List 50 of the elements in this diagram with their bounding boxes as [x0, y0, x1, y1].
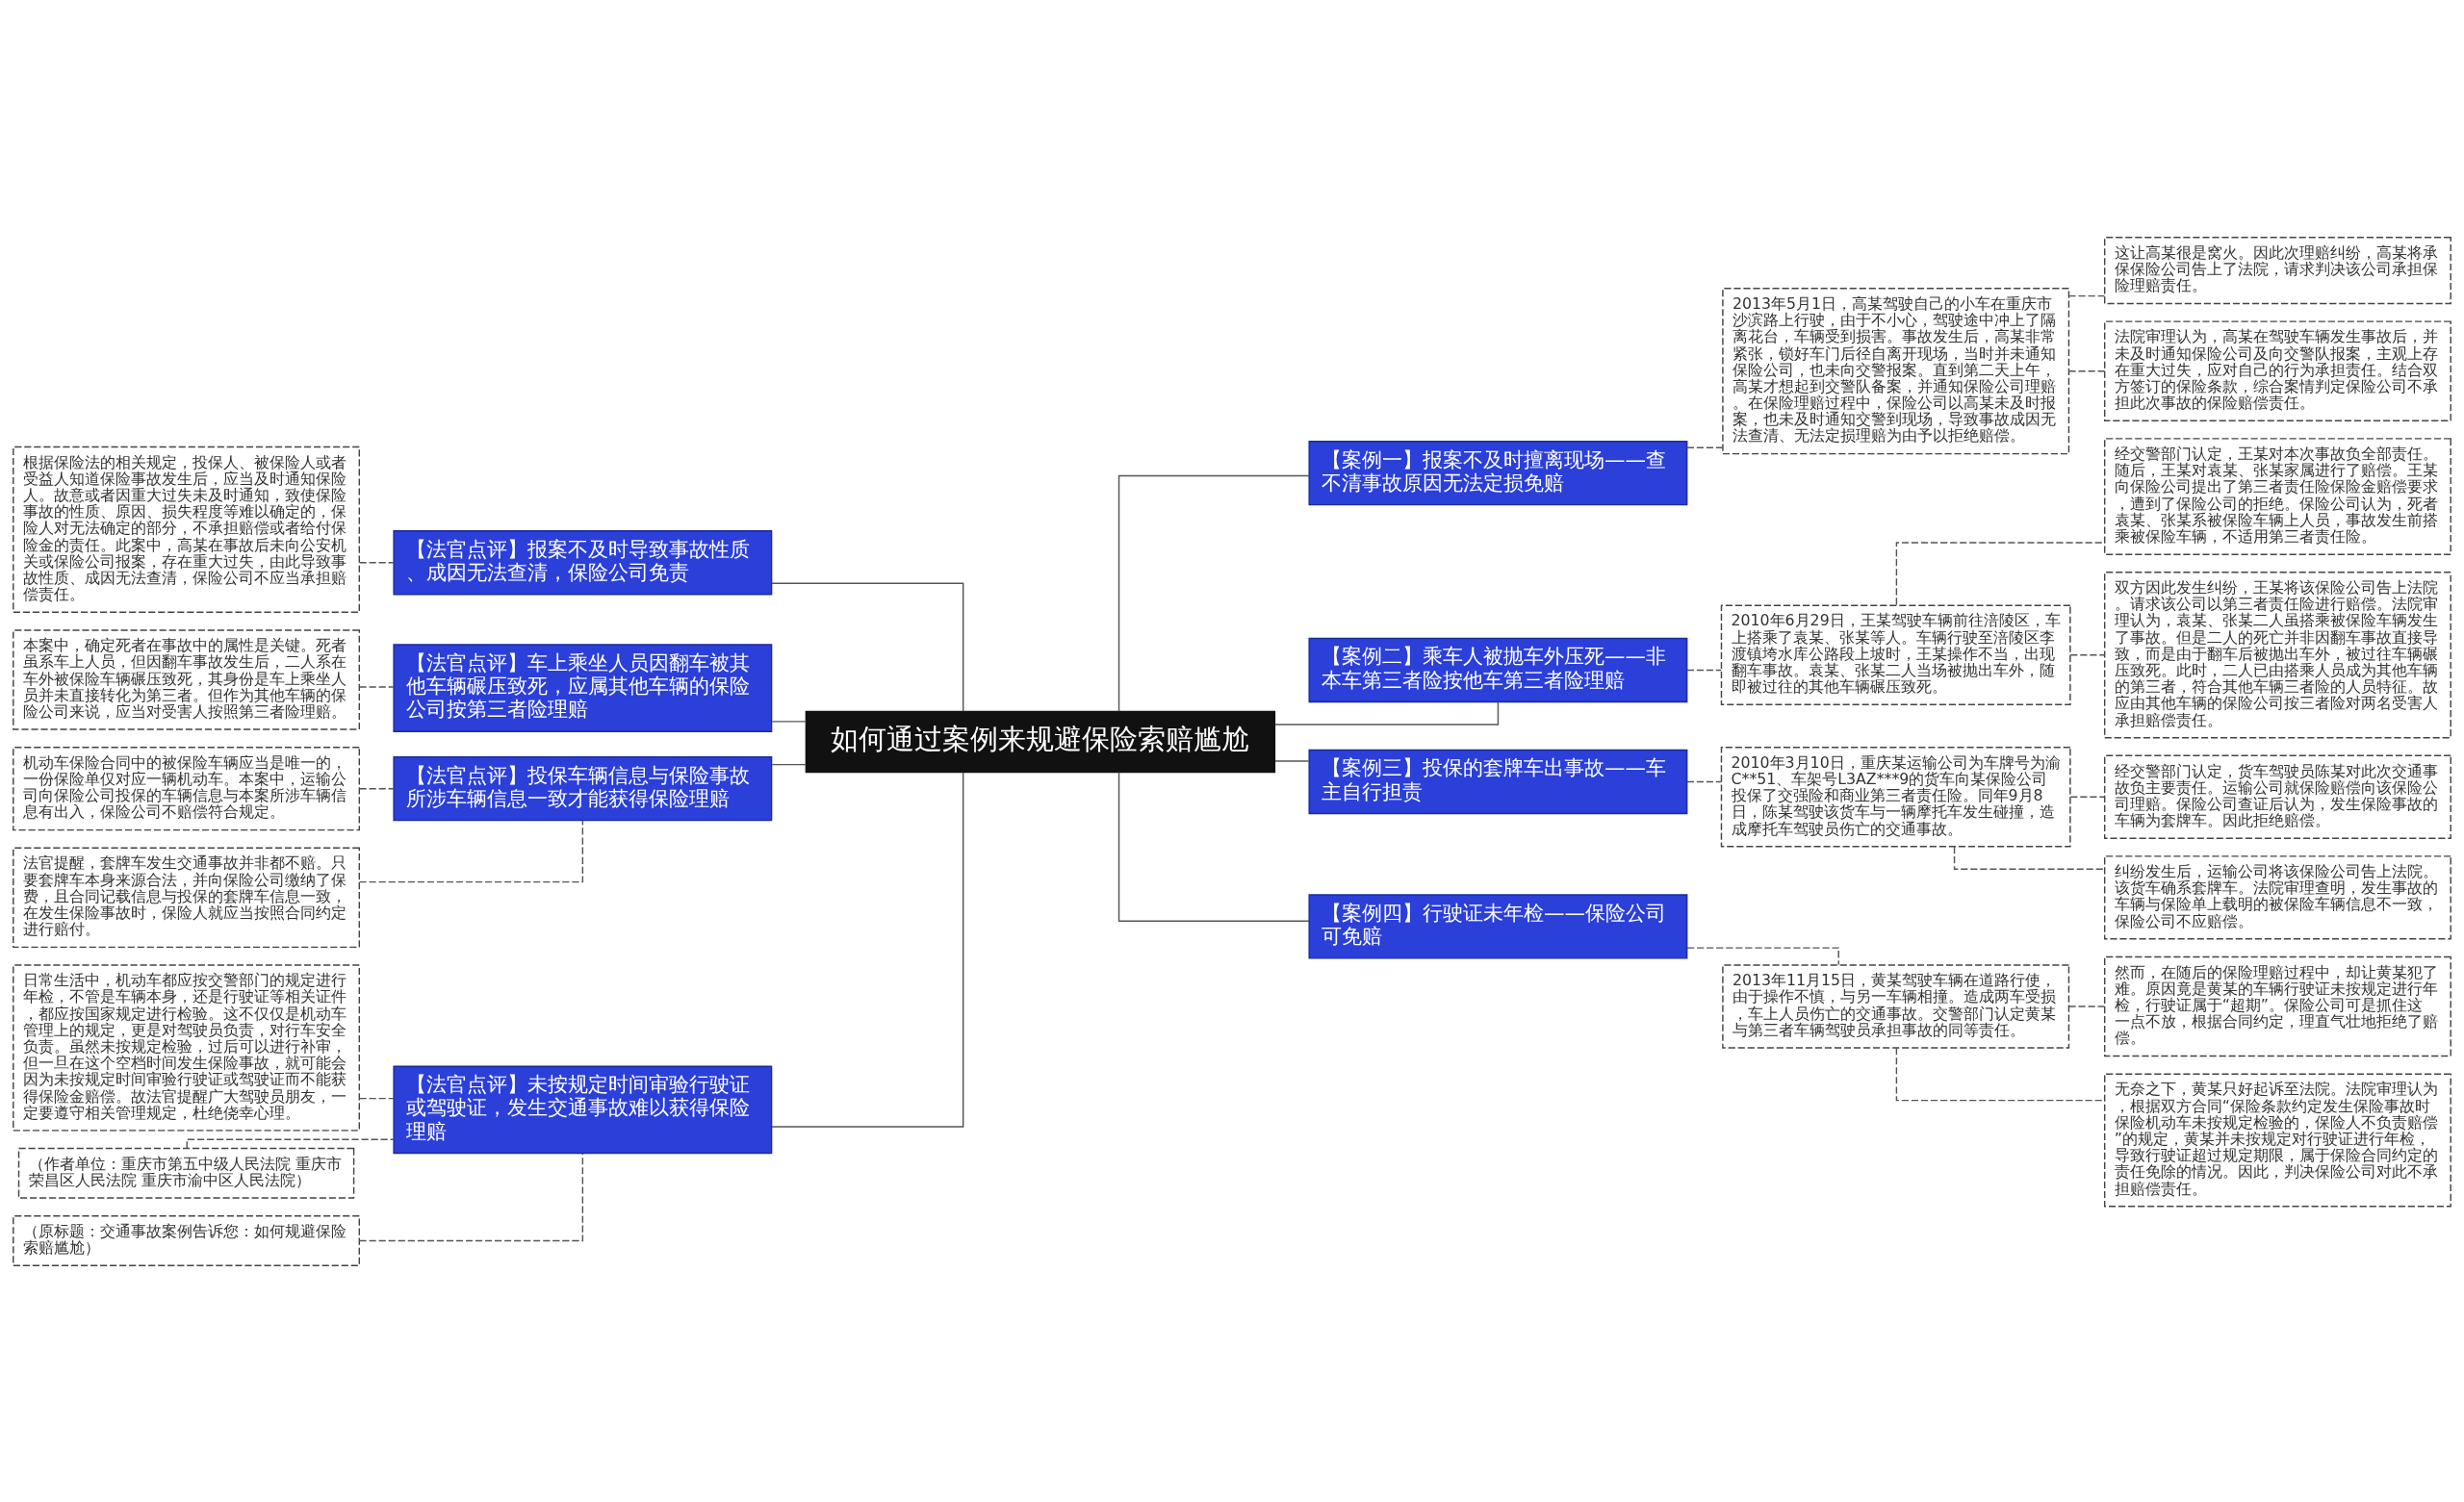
connector [1117, 474, 1310, 712]
connector [2067, 294, 2106, 296]
node-box: 2013年11月15日，黄某驾驶车辆在道路行使，由于操作不慎，与另一车辆相撞。造成两车受损，车上人员伤亡的交通事故。交警部门认定黄某与第三者车辆驾驶员承担事故的同等责任。 [1722, 963, 2070, 1049]
connector [1686, 780, 1723, 782]
connector [186, 1138, 395, 1149]
node-box: 经交警部门认定，王某对本次事故负全部责任。随后，王某对袁某、张某家属进行了赔偿。王某向保险公司提出了第三者责任险保险金赔偿要求，遭到了保险公司的拒绝。保险公司认为，死者袁某、张某系被保险车辆上人员，事故发生前搭乘被保险车辆，不适用第三者责任险。 [2103, 437, 2451, 555]
connector [771, 720, 808, 723]
node-box: 法官提醒，套牌车发生交通事故并非都不赔。只要套牌车本身来源合法，并向保险公司缴纳了保费，且合同记载信息与投保的套牌车信息一致，在发生保险事故时，保险人就应当按照合同约定进行赔付。 [13, 847, 361, 948]
connector [2069, 653, 2105, 655]
node-box: 【案例二】乘车人被抛车外压死——非本车第三者险按他车第三者险理赔 [1308, 637, 1688, 702]
connector [2067, 1005, 2106, 1007]
node-box: 【法官点评】未按规定时间审验行驶证或驾驶证，发生交通事故难以获得保险理赔 [393, 1065, 773, 1154]
connector [771, 582, 964, 712]
node-box: （作者单位：重庆市第五中级人民法院 重庆市荣昌区人民法院 重庆市渝中区人民法院） [17, 1147, 355, 1199]
node-box: 机动车保险合同中的被保险车辆应当是唯一的，一份保险单仅对应一辆机动车。本案中，运输公司向保险公司投保的车辆信息与本案所涉车辆信息有出入，保险公司不赔偿符合规定。 [13, 746, 361, 830]
connector [771, 771, 964, 1128]
node-box: 法院审理认为，高某在驾驶车辆发生事故后，并未及时通知保险公司及向交警队报案，主观上存在重大过失，应对自己的行为承担责任。结合双方签订的保险条款，综合案情判定保险公司不承担此次事故的保险赔偿责任。 [2103, 319, 2451, 421]
connector [358, 685, 395, 688]
node-box: 【案例四】行驶证未年检——保险公司可免赔 [1308, 893, 1688, 959]
node-box: 2013年5月1日，高某驾驶自己的小车在重庆市沙滨路上行驶，由于不小心，驾驶途中冲上了隔离花台，车辆受到损害。事故发生后，高某非常紧张，锁好车门后径自离开现场，当时并未通知保险公司，也未向交警报案。直到第二天上午，高某才想起到交警队备案，并通知保险公司理赔。在保险理赔过程中，保险公司以高某未及时报案，也未及时通知交警到现场，导致事故成因无法查清、无法定损理赔为由予以拒绝赔偿。 [1722, 287, 2070, 454]
node-box: 然而，在随后的保险理赔过程中，却让黄某犯了难。原因竟是黄某的车辆行驶证未按规定进行年检，行驶证属于“超期”。保险公司可是抓住这一点不放，根据合同约定，理直气壮地拒绝了赔偿。 [2103, 955, 2451, 1056]
connector [358, 787, 395, 789]
connector [1686, 669, 1723, 671]
connector [358, 1097, 395, 1099]
connector [2067, 369, 2106, 371]
node-box: 这让高某很是窝火。因此次理赔纠纷，高某将承保保险公司告上了法院，请求判决该公司承担保险理赔责任。 [2103, 236, 2451, 304]
connector [358, 1152, 584, 1241]
connector [358, 819, 584, 882]
node-box: 本案中，确定死者在事故中的属性是关键。死者虽系车上人员，但因翻车事故发生后，二人系在车外被保险车辆碾压致死，其身份是车上乘坐人员并未直接转化为第三者。但作为其他车辆的保险公司来说，应当对受害人按照第三者险理赔。 [13, 628, 361, 730]
node-box: 无奈之下，黄某只好起诉至法院。法院审理认为，根据双方合同“保险条款约定发生保险事故时保险机动车未按规定检验的，保险人不负责赔偿”的规定，黄某并未按规定对行驶证进行年检，导致行驶证超过规定期限，属于保险合同约定的责任免除的情况。因此，判决保险公司对此不承担赔偿责任。 [2103, 1072, 2451, 1207]
node-box: 2010年3月10日，重庆某运输公司为车牌号为渝C**51、车架号L3AZ***9的货车向某保险公司投保了交强险和商业第三者责任险。同年9月8日，陈某驾驶该货车与一辆摩托车发生碰撞，造成摩托车驾驶员伤亡的交通事故。 [1720, 746, 2071, 848]
node-box: 经交警部门认定，货车驾驶员陈某对此次交通事故负主要责任。运输公司就保险赔偿向该保险公司理赔。保险公司查证后认为，发生保险事故的车辆为套牌车。因此拒绝赔偿。 [2103, 754, 2451, 839]
node-box: 【案例三】投保的套牌车出事故——车主自行担责 [1308, 749, 1688, 814]
node-box: 纠纷发生后，运输公司将该保险公司告上法院。该货车确系套牌车。法院审理查明，发生事故的车辆与保险单上载明的被保险车辆信息不一致，保险公司不应赔偿。 [2103, 854, 2451, 939]
node-box: 【案例一】报案不及时擅离现场——查不清事故原因无法定损免赔 [1308, 440, 1688, 505]
node-box: 如何通过案例来规避保险索赔尴尬 [805, 710, 1276, 773]
node-box: 【法官点评】报案不及时导致事故性质、成因无法查清，保险公司免责 [393, 529, 773, 595]
node-box: 2010年6月29日，王某驾驶车辆前往涪陵区，车上搭乘了袁某、张某等人。车辆行驶至涪陵区李渡镇垮水库公路段上坡时，王某操作不当，出现翻车事故。袁某、张某二人当场被抛出车外，随即被过往的其他车辆碾压致死。 [1720, 603, 2071, 705]
node-box: 双方因此发生纠纷，王某将该保险公司告上法院。请求该公司以第三者责任险进行赔偿。法院审理认为，袁某、张某二人虽搭乘被保险车辆发生了事故。但是二人的死亡并非因翻车事故直接导致，而是由于翻车后被抛出车外，被过往车辆碾压致死。此时，二人已由搭乘人员成为其他车辆的第三者，符合其他车辆三者险的人员特征。故应由其他车辆的保险公司按三者险对两名受害人承担赔偿责任。 [2103, 571, 2451, 738]
node-box: 【法官点评】车上乘坐人员因翻车被其他车辆碾压致死，应属其他车辆的保险公司按第三者险理赔 [393, 643, 773, 732]
node-box: 根据保险法的相关规定，投保人、被保险人或者受益人知道保险事故发生后，应当及时通知保险人。故意或者因重大过失未及时通知，致使保险事故的性质、原因、损失程度等难以确定的，保险人对无法确定的部分，不承担赔偿或者给付保险金的责任。此案中，高某在事故后未向公安机关或保险公司报案，存在重大过失，由此导致事故性质、成因无法查清，保险公司不应当承担赔偿责任。 [13, 446, 361, 613]
connector [1686, 446, 1724, 448]
node-box: （原标题：交通事故案例告诉您：如何规避保险索赔尴尬） [13, 1214, 361, 1266]
connector [358, 561, 395, 563]
node-box: 【法官点评】投保车辆信息与保险事故所涉车辆信息一致才能获得保险理赔 [393, 755, 773, 821]
node-box: 日常生活中，机动车都应按交警部门的规定进行年检，不管是车辆本身，还是行驶证等相关证件，都应按国家规定进行检验。这不仅仅是机动车管理上的规定，更是对驾驶员负责，对行车安全负责。虽然未按规定检验，过后可以进行补审，但一旦在这个空档时间发生保险事故，就可能会因为未按规定时间审验行驶证或驾驶证而不能获得保险金赔偿。故法官提醒广大驾驶员朋友，一定要遵守相关管理规定，杜绝侥幸心理。 [13, 963, 361, 1132]
connector [1117, 771, 1310, 922]
connector [771, 763, 808, 765]
connector [2069, 796, 2105, 798]
connector [1274, 759, 1310, 762]
